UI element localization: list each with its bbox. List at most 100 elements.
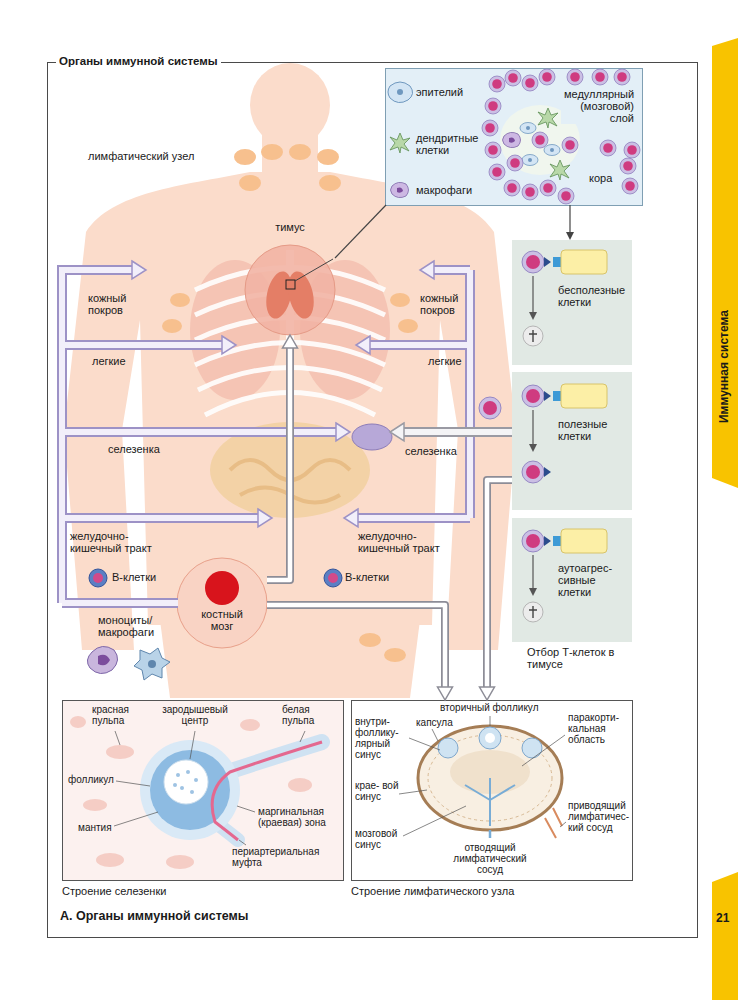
organ-label: селезенка <box>405 445 457 457</box>
thymus-circle: тимус <box>245 245 335 335</box>
connector <box>480 480 513 700</box>
thymus-inset-picture <box>600 140 616 156</box>
lymph-node-dot <box>398 319 418 333</box>
selection-panel-picture <box>561 250 607 274</box>
arrow-head <box>283 335 298 348</box>
side-tab <box>712 38 738 1000</box>
selection-panel-picture <box>561 384 607 408</box>
selection-panel-picture <box>544 257 551 267</box>
lymph-node-section <box>465 778 515 826</box>
node-label: полезные клетки <box>558 418 630 442</box>
selection-panel-picture <box>544 536 551 546</box>
thymus-inset-picture <box>622 178 638 194</box>
panel-caption: Отбор Т-клеток в тимусе <box>527 646 632 670</box>
spleen-section <box>190 731 195 759</box>
bone-marrow <box>177 558 267 648</box>
thymus-organ <box>286 280 295 289</box>
connector-outline <box>487 480 512 689</box>
arrow-head <box>438 687 453 700</box>
thymus-inset-picture <box>485 98 501 114</box>
spleen-section <box>83 799 107 811</box>
spleen-section <box>63 701 344 881</box>
selection-panel-picture <box>479 240 632 642</box>
bone-marrow-circle: костный мозг <box>177 558 267 648</box>
spleen-section <box>173 770 198 794</box>
thymus-inset-picture <box>386 69 643 206</box>
connector-core <box>267 605 445 689</box>
page-frame <box>48 63 698 938</box>
selection-panel-picture <box>523 326 543 346</box>
node-label: костный мозг <box>194 608 250 632</box>
thymus-inset-picture <box>507 155 523 171</box>
part-label: мантия <box>78 822 112 833</box>
cell-route-arrow <box>132 261 146 279</box>
spleen-section <box>173 783 177 787</box>
monocyte-icon <box>87 646 117 673</box>
lymph-node-section <box>490 716 491 726</box>
thymus-inset-picture <box>592 69 608 85</box>
cell-route-arrow <box>390 423 404 441</box>
legend-text: дендритные клетки <box>416 132 480 156</box>
organ-label: кожный покров <box>420 292 464 316</box>
cell-route-arrow <box>356 336 370 354</box>
selection-panel-picture <box>553 391 561 401</box>
cell-route-arrow <box>258 509 272 527</box>
selection-panel-picture <box>522 251 544 273</box>
node-label: Строение лимфатического узла <box>351 885 632 897</box>
connector-outline <box>267 346 290 580</box>
lymph-node-section <box>352 701 633 881</box>
spleen-section <box>164 760 208 804</box>
spleen-section <box>150 750 230 830</box>
spleen-section <box>116 781 150 786</box>
lymph-node-section <box>522 735 565 766</box>
thymus-inset-picture <box>538 108 558 128</box>
cell-route-arrow <box>404 429 512 435</box>
organ-label: желудочно- кишечный тракт <box>358 530 458 554</box>
connector-core <box>267 346 290 580</box>
organ-label: желудочно- кишечный тракт <box>70 530 170 554</box>
arrow-head <box>480 687 495 700</box>
node-label: кора <box>586 172 615 184</box>
connector-outline <box>267 605 445 689</box>
thymus-inset-picture <box>522 75 538 91</box>
body-silhouette <box>64 172 516 650</box>
lymph-node-dot <box>390 293 410 307</box>
cell-route-arrow <box>358 270 470 518</box>
spleen-section <box>176 773 180 777</box>
lymph-node-dot <box>319 175 341 191</box>
page-frame <box>48 63 698 938</box>
thymus-inset-picture <box>539 69 555 85</box>
part-label: приводящий лимфатичес- кий сосуд <box>568 800 630 833</box>
spleen-section <box>106 745 134 759</box>
page-number: 21 <box>716 912 729 925</box>
selection-panel: полезные клетки <box>512 372 632 510</box>
section-tab-text: Иммунная система <box>718 297 731 437</box>
cell-label: В-клетки <box>112 571 156 583</box>
thymus-inset-picture <box>489 164 505 180</box>
figure-caption: А. Органы иммунной системы <box>60 910 248 924</box>
b-cell-icon <box>324 569 342 587</box>
part-label: белая пульпа <box>282 704 337 726</box>
lymph-node-dot <box>162 144 418 662</box>
selection-panel-picture <box>522 530 544 552</box>
part-label: вторичный фолликул <box>440 702 538 713</box>
cell-route-arrow <box>344 509 358 527</box>
cell-route-arrow <box>404 427 512 437</box>
part-label: зародышевый центр <box>155 704 235 726</box>
cell-route-arrow <box>62 270 336 603</box>
spleen-section <box>140 740 240 840</box>
selection-panel-picture <box>561 529 607 553</box>
selection-panel-picture <box>512 240 632 365</box>
lymph-node-section <box>560 822 566 827</box>
cell-route-arrow <box>358 270 470 518</box>
cell-route-arrow <box>132 261 434 527</box>
cell-route-arrow <box>62 270 336 603</box>
arrow-head <box>566 232 574 240</box>
part-label: красная пульпа <box>92 704 142 726</box>
selection-panel: аутоагрес- сивные клетки <box>512 518 632 642</box>
spleen-section <box>190 790 194 794</box>
cell-route-arrow <box>222 336 236 354</box>
selection-panel-picture <box>512 518 632 642</box>
